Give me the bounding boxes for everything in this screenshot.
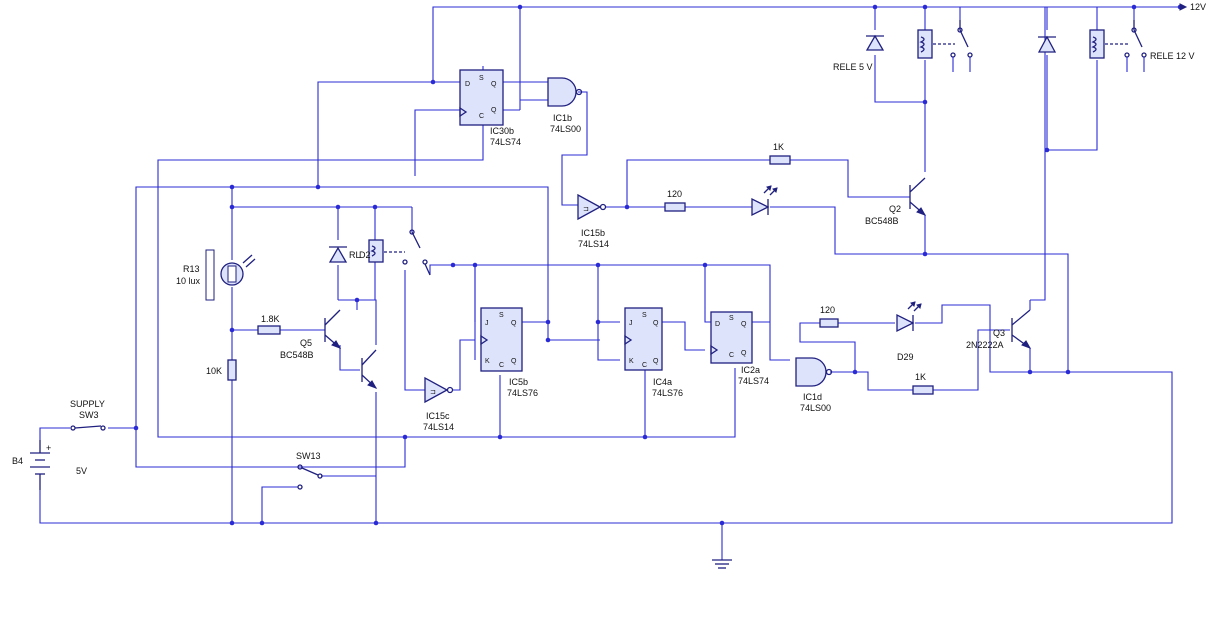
diode-left xyxy=(328,246,348,263)
r13-lux: 10 lux xyxy=(176,276,201,286)
pin-qbar: Q xyxy=(511,358,517,365)
v12-label: 12V xyxy=(1190,2,1206,12)
switch-sw13[interactable]: SW13 xyxy=(296,451,323,490)
pin-k: K xyxy=(629,358,634,365)
transistor-q2: Q2 BC548B xyxy=(865,177,927,226)
r-1-8k-label: 1.8K xyxy=(261,314,280,324)
pin-s: S xyxy=(729,315,734,322)
ic15b-label: IC15b xyxy=(581,228,605,238)
relay-rl-label: RL xyxy=(349,250,361,260)
ic1d-nand-gate: IC1d 74LS00 xyxy=(795,357,833,413)
rele5-label: RELE 5 V xyxy=(833,62,873,72)
pin-s: S xyxy=(499,312,504,319)
pin-c: C xyxy=(642,362,647,369)
junction-dots xyxy=(133,4,1183,526)
photoresistor-r13: R13 10 lux xyxy=(176,249,256,301)
pin-d: D xyxy=(715,321,720,328)
relay-rl: RL D2 xyxy=(349,229,431,276)
ic1b-type: 74LS00 xyxy=(550,124,581,134)
pin-k: K xyxy=(485,358,490,365)
pin-c: C xyxy=(499,362,504,369)
ic30b-d-flipflop: D S Q Q C IC30b 74LS74 xyxy=(459,69,521,147)
ic30b-type: 74LS74 xyxy=(490,137,521,147)
pin-q: Q xyxy=(741,321,747,328)
pin-qbar: Q xyxy=(741,350,747,357)
relay-5v: RELE 5 V xyxy=(833,20,973,72)
ic4a-jk-flipflop: J S Q K C Q IC4a 74LS76 xyxy=(624,307,683,398)
pin-q: Q xyxy=(511,320,517,327)
pin-qbar: Q xyxy=(491,107,497,114)
pin-q: Q xyxy=(491,81,497,88)
pin-c: C xyxy=(479,113,484,120)
pin-j: J xyxy=(629,320,633,327)
ic5b-type: 74LS76 xyxy=(507,388,538,398)
r-120-top-label: 120 xyxy=(667,189,682,199)
ic1d-type: 74LS00 xyxy=(800,403,831,413)
relay-12v: RELE 12 V xyxy=(1037,20,1195,72)
ic15b-type: 74LS14 xyxy=(578,239,609,249)
pin-s: S xyxy=(479,75,484,82)
rele12-label: RELE 12 V xyxy=(1150,51,1195,61)
ic2a-type: 74LS74 xyxy=(738,376,769,386)
battery-plus: + xyxy=(46,443,51,453)
switch-sw3[interactable]: SUPPLY SW3 xyxy=(70,399,106,431)
transistor-q5: Q5 BC548B xyxy=(280,309,342,360)
pin-c: C xyxy=(729,352,734,359)
r-1k-top-label: 1K xyxy=(773,142,784,152)
ic4a-type: 74LS76 xyxy=(652,388,683,398)
resistor-120-top: 120 xyxy=(664,189,686,212)
battery-b4: + B4 5V xyxy=(12,440,87,490)
led-d29: D29 xyxy=(896,301,922,362)
ic15c-schmitt: ⊐ xyxy=(430,389,436,396)
ic1b-nand-gate: IC1b 74LS00 xyxy=(547,77,583,134)
relay-rl-num: D2 xyxy=(359,250,371,260)
d29-label: D29 xyxy=(897,352,914,362)
q3-type: 2N2222A xyxy=(966,340,1004,350)
r-10k-label: 10K xyxy=(206,366,222,376)
pin-d: D xyxy=(465,81,470,88)
ic15c-inverter: ⊐ IC15c 74LS14 xyxy=(423,376,454,432)
pin-s: S xyxy=(642,312,647,319)
pin-qbar: Q xyxy=(653,358,659,365)
q2-label: Q2 xyxy=(889,204,901,214)
ic5b-jk-flipflop: J S Q K C Q IC5b 74LS76 xyxy=(480,307,538,398)
pin-q: Q xyxy=(653,320,659,327)
resistor-1-8k: 1.8K xyxy=(257,314,281,335)
ic15c-type: 74LS14 xyxy=(423,422,454,432)
ic2a-d-flipflop: D S Q C Q IC2a 74LS74 xyxy=(710,311,769,386)
q2-type: BC548B xyxy=(865,216,899,226)
resistor-120-bottom: 120 xyxy=(819,305,839,328)
supply-label: SUPPLY xyxy=(70,399,105,409)
transistor-q3: Q3 2N2222A xyxy=(966,300,1032,372)
wires xyxy=(39,6,1180,560)
r-120-bot-label: 120 xyxy=(820,305,835,315)
ic30b-label: IC30b xyxy=(490,126,514,136)
ic15c-label: IC15c xyxy=(426,411,450,421)
ic2a-label: IC2a xyxy=(741,365,760,375)
resistor-10k: 10K xyxy=(206,359,237,381)
pin-j: J xyxy=(485,320,489,327)
transistor-darlington xyxy=(361,349,378,389)
led-top xyxy=(751,185,778,217)
ic4a-label: IC4a xyxy=(653,377,672,387)
sw13-label: SW13 xyxy=(296,451,321,461)
ic15b-inverter: ⊐ IC15b 74LS14 xyxy=(577,193,609,249)
q3-label: Q3 xyxy=(993,328,1005,338)
q5-type: BC548B xyxy=(280,350,314,360)
ic15b-schmitt: ⊐ xyxy=(583,206,589,213)
ic1b-label: IC1b xyxy=(553,113,572,123)
ic5b-label: IC5b xyxy=(509,377,528,387)
ic1d-label: IC1d xyxy=(803,392,822,402)
r13-label: R13 xyxy=(183,264,200,274)
ground-symbol xyxy=(712,559,732,569)
q5-label: Q5 xyxy=(300,338,312,348)
battery-b4-label: B4 xyxy=(12,456,23,466)
resistor-1k-bottom: 1K xyxy=(912,372,934,395)
terminal-12v: 12V xyxy=(1179,2,1206,12)
r-1k-bot-label: 1K xyxy=(915,372,926,382)
sw3-label: SW3 xyxy=(79,410,99,420)
battery-voltage: 5V xyxy=(76,466,87,476)
resistor-1k-top: 1K xyxy=(769,142,791,165)
